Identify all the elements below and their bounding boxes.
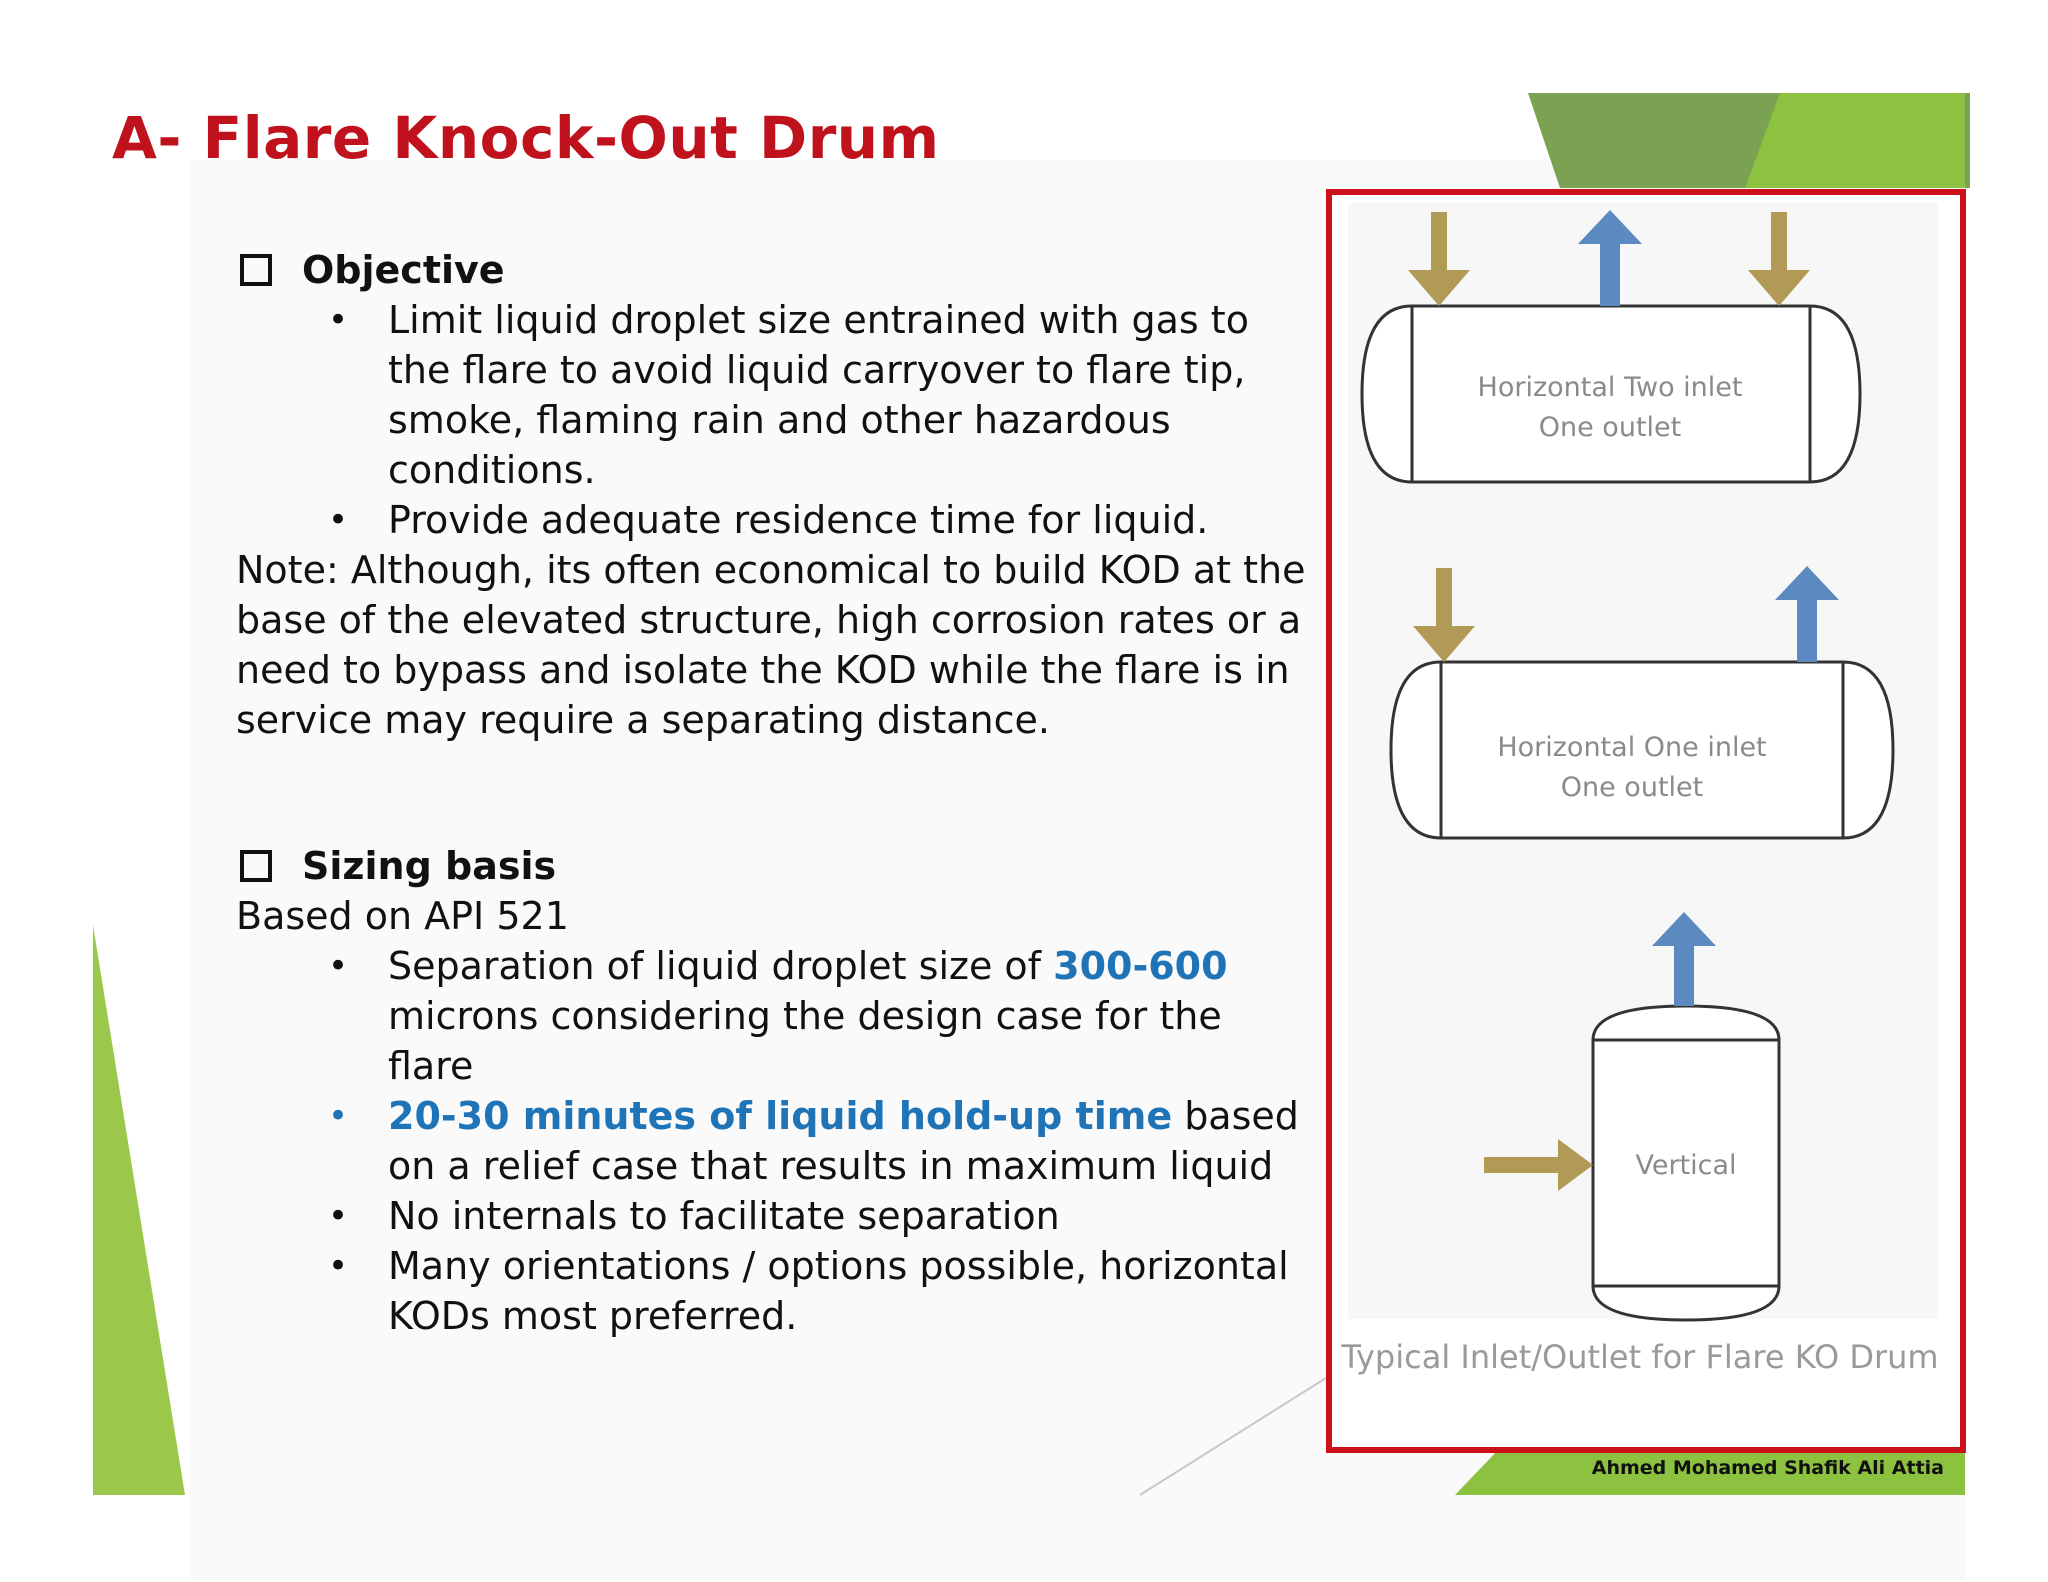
top-right-green-accent — [1745, 93, 1965, 188]
inlet-arrow-icon — [1413, 568, 1475, 662]
vessel-horizontal-two-inlet — [1360, 304, 1862, 484]
decorative-line — [1139, 1377, 1327, 1496]
objective-heading: Objective — [236, 245, 1316, 295]
vessel-label-line: Vertical — [1635, 1150, 1737, 1181]
bottom-right-green-band — [1455, 1448, 1965, 1495]
vessel-label-line: One outlet — [1538, 412, 1682, 443]
inlet-arrow-icon — [1408, 212, 1470, 306]
checkbox-icon — [240, 850, 272, 882]
list-item: • No internals to facilitate separation — [328, 1191, 1316, 1241]
list-item: • Provide adequate residence time for liq… — [328, 495, 1316, 545]
vessel-label: Horizontal Two inlet One outlet — [1440, 368, 1780, 448]
list-item: • Separation of liquid droplet size of 30… — [328, 941, 1316, 1091]
bullet-icon: • — [328, 500, 349, 540]
list-item: • Limit liquid droplet size entrained wit… — [328, 295, 1316, 495]
checkbox-icon — [240, 254, 272, 286]
inlet-arrow-icon — [1484, 1139, 1593, 1191]
left-green-wedge — [93, 925, 185, 1495]
list-item: • Many orientations / options possible, h… — [328, 1241, 1316, 1341]
objective-note: Note: Although, its often economical to … — [236, 548, 1306, 742]
vessel-horizontal-one-inlet — [1389, 660, 1895, 840]
bullet-icon: • — [328, 946, 349, 986]
holdup-time-highlight: 20-30 minutes of liquid hold-up time — [388, 1094, 1173, 1138]
vessel-label: Vertical — [1596, 1146, 1776, 1186]
bullet-icon: • — [328, 1196, 349, 1236]
figure-caption: Typical Inlet/Outlet for Flare KO Drum — [1341, 1338, 1939, 1376]
vessel-label: Horizontal One inlet One outlet — [1462, 728, 1802, 808]
slide-title: A- Flare Knock-Out Drum — [112, 104, 940, 172]
objective-heading-text: Objective — [302, 248, 505, 292]
sizing-heading-text: Sizing basis — [302, 844, 557, 888]
bullet-icon: • — [328, 1246, 349, 1286]
objective-bullets: • Limit liquid droplet size entrained wit… — [236, 295, 1316, 545]
bullet-icon: • — [328, 300, 349, 340]
sizing-bullet-text: Many orientations / options possible, ho… — [388, 1244, 1289, 1338]
sizing-bullets: • Separation of liquid droplet size of 30… — [236, 941, 1316, 1341]
outlet-arrow-icon — [1775, 566, 1839, 662]
sizing-bullet-text: microns considering the design case for … — [388, 994, 1222, 1088]
vessel-label-line: One outlet — [1560, 772, 1704, 803]
outlet-arrow-icon — [1578, 210, 1642, 306]
sizing-heading: Sizing basis — [236, 841, 1316, 891]
vessel-vertical — [1591, 1004, 1781, 1322]
list-item: • 20-30 minutes of liquid hold-up time ba… — [328, 1091, 1316, 1191]
vessel-label-line: Horizontal One inlet — [1497, 732, 1767, 763]
sizing-basis: Based on API 521 — [236, 894, 569, 938]
objective-bullet-text: Limit liquid droplet size entrained with… — [388, 298, 1249, 492]
vessel-label-line: Horizontal Two inlet — [1477, 372, 1743, 403]
author-footer: Ahmed Mohamed Shafik Ali Attia — [1591, 1457, 1944, 1479]
inlet-arrow-icon — [1748, 212, 1810, 306]
objective-bullet-text: Provide adequate residence time for liqu… — [388, 498, 1209, 542]
sizing-bullet-text: No internals to facilitate separation — [388, 1194, 1060, 1238]
sizing-bullet-text: Separation of liquid droplet size of — [388, 944, 1054, 988]
droplet-size-highlight: 300-600 — [1053, 944, 1228, 988]
slide-body: Objective • Limit liquid droplet size ent… — [236, 245, 1316, 1341]
sizing-bullet-text: based on a relief case that results in m… — [388, 1094, 1299, 1188]
outlet-arrow-icon — [1652, 912, 1716, 1006]
bullet-icon: • — [328, 1096, 349, 1136]
